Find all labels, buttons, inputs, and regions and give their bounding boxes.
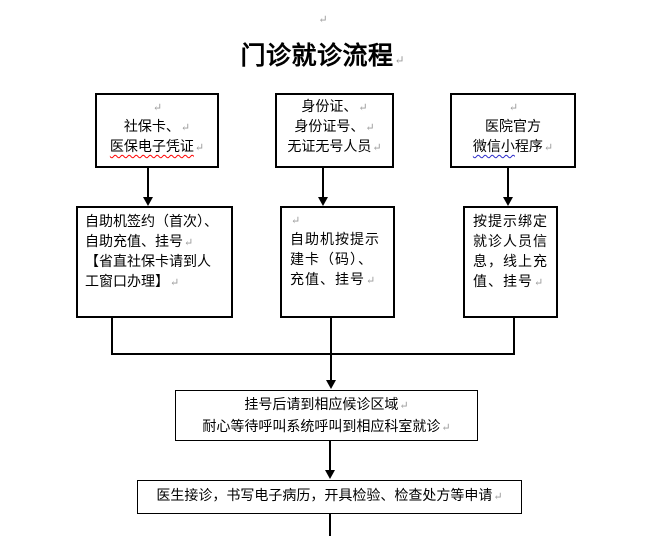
flow-box-line: 按提示绑定	[473, 215, 548, 230]
flow-box-line: 社保卡、↵	[123, 120, 191, 135]
paragraph-mark-icon: ↵	[152, 102, 163, 114]
spellcheck-underlined-text: 医保电子凭证	[109, 140, 194, 155]
flow-box-social-card: ↵ 社保卡、↵ 医保电子凭证↵	[95, 93, 219, 168]
page-title: 门诊就诊流程	[240, 43, 394, 70]
arrow-down-icon	[318, 197, 328, 206]
flow-box-line: 值、挂号↵	[473, 275, 545, 290]
paragraph-mark-icon: ↵	[399, 400, 409, 412]
connector-line	[111, 353, 515, 355]
connector-line	[329, 441, 331, 471]
flow-box-id-card: 身份证、↵ 身份证号、↵ 无证无号人员↵	[275, 93, 394, 168]
arrow-down-icon	[326, 380, 336, 389]
flow-box-line: 微信小程序↵	[472, 140, 554, 155]
arrow-down-icon	[503, 197, 513, 206]
paragraph-mark-icon: ↵	[394, 53, 405, 67]
paragraph-mark-icon: ↵	[365, 122, 375, 134]
flow-box-line: 耐心等待呼叫系统呼叫到相应科室就诊↵	[202, 420, 451, 435]
flow-box-line: 【省直社保卡请到人	[85, 255, 211, 270]
paragraph-mark-icon: ↵	[534, 277, 545, 289]
paragraph-mark-icon: ↵	[194, 142, 205, 154]
flow-box-line: 工窗口办理】↵	[85, 275, 180, 290]
flow-box-line: 充值、挂号↵	[290, 273, 377, 288]
flow-box-line: 医生接诊，书写电子病历，开具检验、检查处方等申请↵	[156, 489, 503, 504]
paragraph-mark-icon: ↵	[180, 122, 191, 134]
flow-box-waiting-area: 挂号后请到相应候诊区域↵ 耐心等待呼叫系统呼叫到相应科室就诊↵	[175, 390, 478, 441]
empty-paragraph-line: ↵	[0, 13, 645, 26]
flow-box-line: 就诊人员信	[473, 235, 548, 250]
flow-box-line: ↵	[290, 211, 391, 231]
flow-box-line: 身份证、↵	[301, 100, 368, 115]
flow-box-line: ↵	[452, 98, 574, 118]
paragraph-mark-icon: ↵	[184, 237, 194, 249]
flow-box-bind-patient-online: 按提示绑定 就诊人员信 息，线上充 值、挂号↵	[463, 206, 558, 318]
connector-line	[513, 318, 515, 354]
paragraph-mark-icon: ↵	[508, 102, 519, 114]
flow-box-wechat-miniapp: ↵ 医院官方 微信小程序↵	[450, 93, 576, 168]
flow-box-line: 建卡（码）、	[290, 253, 373, 268]
paragraph-mark-icon: ↵	[318, 14, 328, 26]
flow-box-line: 医保电子凭证↵	[97, 138, 217, 158]
connector-line	[111, 318, 113, 354]
connector-line	[147, 167, 149, 197]
flow-box-line: 自助机签约（首次）、	[85, 215, 218, 230]
arrow-down-icon	[143, 197, 153, 206]
paragraph-mark-icon: ↵	[291, 215, 302, 227]
paragraph-mark-icon: ↵	[493, 491, 503, 503]
paragraph-mark-icon: ↵	[543, 142, 554, 154]
flow-box-self-machine-card: ↵ 自助机按提示 建卡（码）、 充值、挂号↵	[280, 206, 395, 318]
arrow-down-icon	[325, 470, 335, 479]
grammarcheck-underlined-text: 微信小	[472, 140, 515, 155]
flow-box-line: 挂号后请到相应候诊区域↵	[244, 398, 409, 413]
paragraph-mark-icon: ↵	[170, 277, 180, 289]
flow-box-doctor-reception: 医生接诊，书写电子病历，开具检验、检查处方等申请↵	[137, 480, 522, 514]
connector-line	[330, 318, 332, 381]
flowchart-title: 门诊就诊流程↵	[0, 42, 645, 75]
flow-box-line: 无证无号人员↵	[287, 140, 382, 155]
connector-line	[329, 514, 331, 536]
connector-line	[507, 167, 509, 197]
flow-box-line: 医院官方	[485, 120, 541, 135]
flow-box-self-machine-sign: 自助机签约（首次）、 自助充值、挂号↵ 【省直社保卡请到人 工窗口办理】↵	[76, 206, 233, 318]
flow-box-line: 息，线上充	[473, 255, 548, 270]
flow-box-line: ↵	[97, 98, 217, 118]
paragraph-mark-icon: ↵	[441, 422, 451, 434]
flow-box-line: 身份证号、↵	[294, 120, 375, 135]
flow-box-line: 自助充值、挂号↵	[85, 235, 194, 250]
paragraph-mark-icon: ↵	[372, 142, 382, 154]
paragraph-mark-icon: ↵	[366, 275, 377, 287]
flow-box-line: 自助机按提示	[290, 233, 380, 248]
connector-line	[322, 167, 324, 197]
paragraph-mark-icon: ↵	[358, 102, 368, 114]
